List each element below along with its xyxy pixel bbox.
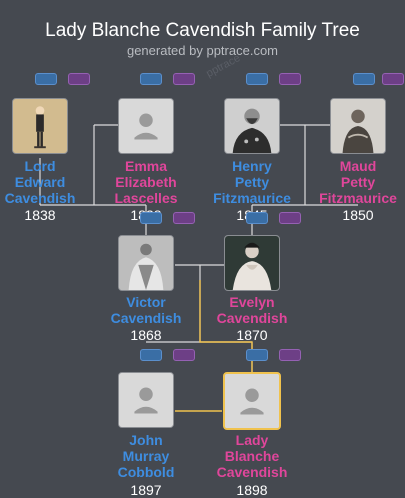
mother-button[interactable] — [382, 73, 404, 85]
portrait-photo[interactable] — [224, 98, 280, 154]
name-line: Fitzmaurice — [213, 190, 291, 206]
name-line: Edward — [14, 174, 66, 190]
birth-year: 1838 — [24, 207, 56, 223]
name-line: John — [129, 432, 163, 448]
mother-button[interactable] — [173, 73, 195, 85]
name-line: Cavendish — [110, 310, 182, 326]
name-line: Evelyn — [229, 294, 275, 310]
portrait-photo[interactable] — [12, 98, 68, 154]
person-name[interactable]: Lady Blanche Cavendish — [197, 432, 307, 480]
person-name[interactable]: Emma Elizabeth Lascelles — [91, 158, 201, 206]
father-button[interactable] — [353, 73, 375, 85]
father-button[interactable] — [140, 73, 162, 85]
portrait-photo[interactable] — [223, 372, 281, 430]
father-button[interactable] — [246, 73, 268, 85]
name-line: Cavendish — [216, 464, 288, 480]
person-name[interactable]: Evelyn Cavendish — [197, 294, 307, 326]
portrait-woman-dark-icon — [225, 236, 279, 290]
birth-year: 1868 — [130, 327, 162, 343]
person-name[interactable]: Henry Petty Fitzmaurice — [197, 158, 307, 206]
birth-year: 1870 — [236, 327, 268, 343]
person-name[interactable]: John Murray Cobbold — [91, 432, 201, 480]
birth-year: 1898 — [236, 482, 268, 498]
mother-button[interactable] — [279, 73, 301, 85]
mother-button[interactable] — [173, 349, 195, 361]
name-line: Petty — [234, 174, 270, 190]
placeholder-avatar-icon — [119, 99, 173, 153]
name-line: Lascelles — [114, 190, 178, 206]
name-line: Fitzmaurice — [319, 190, 397, 206]
portrait-standing-man-icon — [13, 99, 67, 153]
father-button[interactable] — [246, 349, 268, 361]
name-line: Victor — [126, 294, 166, 310]
person-name[interactable]: Maud Petty Fitzmaurice — [303, 158, 405, 206]
portrait-robed-man-icon — [119, 236, 173, 290]
birth-year: 1897 — [130, 482, 162, 498]
mother-button[interactable] — [279, 212, 301, 224]
portrait-photo[interactable] — [224, 235, 280, 291]
portrait-photo[interactable] — [118, 98, 174, 154]
name-line: Murray — [122, 448, 170, 464]
birth-year: 1850 — [342, 207, 374, 223]
name-line: Lord — [24, 158, 56, 174]
person-name[interactable]: Lord Edward Cavendish — [0, 158, 95, 206]
portrait-woman-icon — [331, 99, 385, 153]
name-line: Cobbold — [117, 464, 175, 480]
name-line: Cavendish — [216, 310, 288, 326]
page-title: Lady Blanche Cavendish Family Tree — [45, 20, 360, 41]
father-button[interactable] — [35, 73, 57, 85]
placeholder-avatar-icon — [225, 374, 279, 428]
mother-button[interactable] — [68, 73, 90, 85]
page-subtitle: generated by pptrace.com — [126, 43, 279, 58]
portrait-photo[interactable] — [118, 372, 174, 428]
mother-button[interactable] — [173, 212, 195, 224]
father-button[interactable] — [246, 212, 268, 224]
name-line: Petty — [340, 174, 376, 190]
placeholder-avatar-icon — [119, 373, 173, 427]
name-line: Maud — [339, 158, 377, 174]
father-button[interactable] — [140, 212, 162, 224]
person-name[interactable]: Victor Cavendish — [91, 294, 201, 326]
name-line: Cavendish — [4, 190, 76, 206]
father-button[interactable] — [140, 349, 162, 361]
portrait-photo[interactable] — [330, 98, 386, 154]
name-line: Elizabeth — [115, 174, 177, 190]
portrait-bearded-man-icon — [225, 99, 279, 153]
name-line: Blanche — [224, 448, 280, 464]
name-line: Henry — [232, 158, 272, 174]
portrait-photo[interactable] — [118, 235, 174, 291]
mother-button[interactable] — [279, 349, 301, 361]
name-line: Emma — [124, 158, 168, 174]
name-line: Lady — [235, 432, 269, 448]
